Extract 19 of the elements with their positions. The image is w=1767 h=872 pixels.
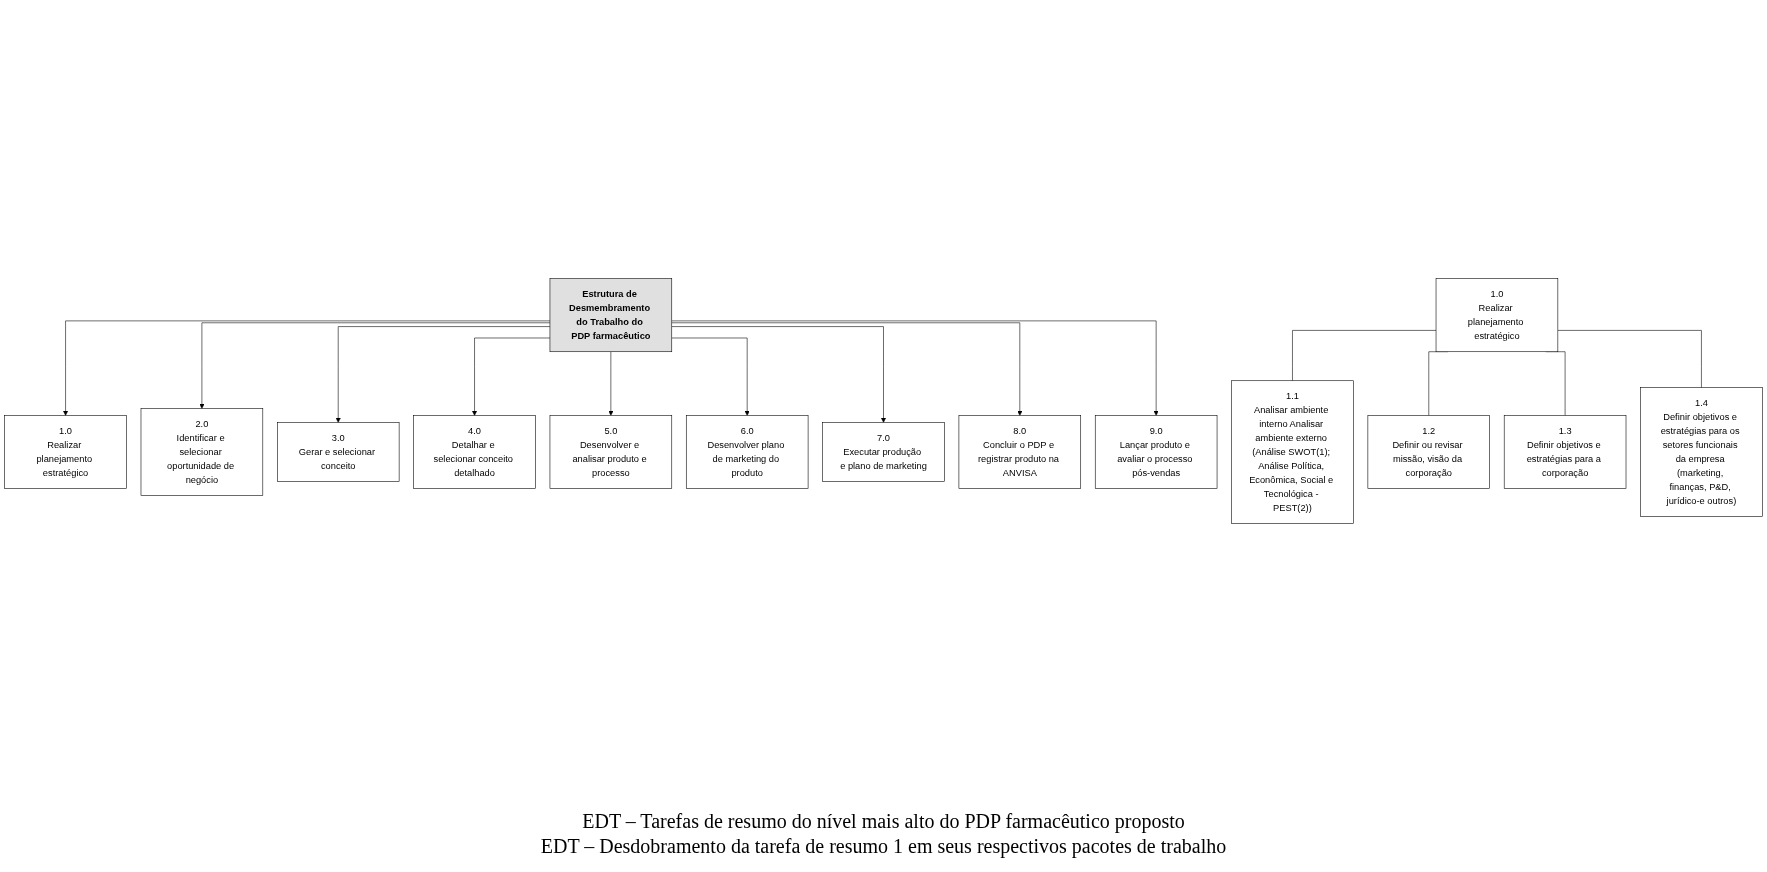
node-box: 1.3 Definir objetivos e estratégias para a corporação bbox=[1503, 415, 1627, 489]
node-box: 9.0 Lançar produto e avaliar o processo pós-vendas bbox=[1094, 415, 1218, 489]
connector bbox=[1557, 330, 1702, 388]
caption-text: EDT – Tarefas de resumo do nível mais alto do PDP farmacêutico proposto bbox=[581, 810, 1186, 833]
node-box: 4.0 Detalhar e selecionar conceito detalhado bbox=[413, 415, 536, 489]
node-box: 1.0 Realizar planejamento estratégico bbox=[4, 415, 127, 489]
node-box: 1.0 Realizar planejamento estratégico bbox=[1435, 278, 1559, 352]
node-box: 7.0 Executar produção e plano de marketing bbox=[822, 422, 945, 482]
node-box: 1.1 Analisar ambiente interno Analisar ambiente externo (Análise SWOT(1); Análise Política, Econômica, Social e Tecnológica - PEST(2)) bbox=[1231, 380, 1354, 524]
node-box: 1.4 Definir objetivos e estratégias para os setores funcionais da empresa (marketing, finanças, P&D, jurídico-e outros) bbox=[1640, 387, 1763, 517]
connector bbox=[1292, 330, 1437, 381]
node-box: 6.0 Desenvolver plano de marketing do produto bbox=[686, 415, 809, 489]
node-box: 2.0 Identificar e selecionar oportunidade de negócio bbox=[140, 408, 264, 496]
node-box: 8.0 Concluir o PDP e registrar produto na ANVISA bbox=[958, 415, 1081, 489]
node-box: 5.0 Desenvolver e analisar produto e processo bbox=[549, 415, 673, 489]
node-box: Estrutura de Desmembramento do Trabalho do PDP farmacêutico bbox=[549, 278, 673, 352]
node-box: 3.0 Gerar e selecionar conceito bbox=[277, 422, 400, 482]
node-box: 1.2 Definir ou revisar missão, visão da corporação bbox=[1367, 415, 1490, 489]
caption-text: EDT – Desdobramento da tarefa de resumo 1 em seus respectivos pacotes de trabalho bbox=[540, 835, 1227, 858]
